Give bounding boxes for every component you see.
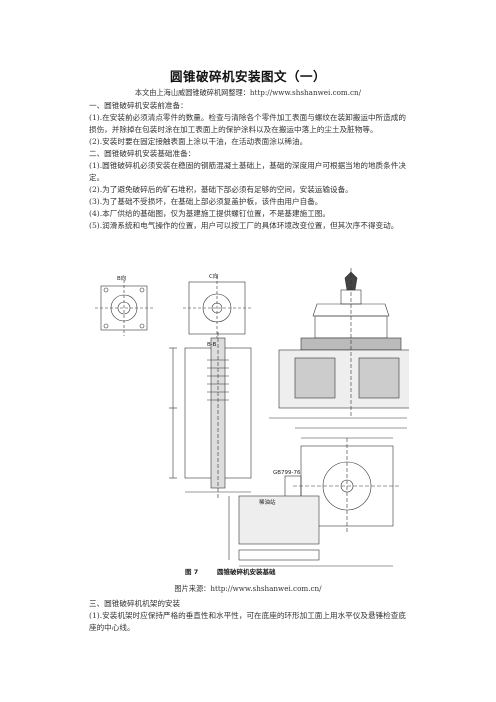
paragraph: (2).安装时要在固定接触表面上涂以干油，在活动表面涂以稀油。 <box>89 137 308 146</box>
label-bolt-std: GB799-76 <box>273 470 301 476</box>
c-view <box>183 276 251 340</box>
paragraph: (2).为了避免破碎后的矿石堆积，基础下部必须有足够的空间，安装运输设备。 <box>89 185 353 194</box>
label-bb: B-B <box>207 342 217 348</box>
section-heading: 二、圆锥破碎机安装基础准备： <box>89 149 196 158</box>
plan-view <box>228 437 401 567</box>
section-heading: 一、圆锥破碎机安装前准备： <box>89 101 188 110</box>
b-view-flange <box>95 280 153 336</box>
bb-section <box>169 332 252 498</box>
section-heading: 三、圆锥破碎机机架的安装 <box>89 599 181 608</box>
crusher-elevation <box>269 268 409 429</box>
figure-caption: 圆锥破碎机安装基础 <box>217 567 276 576</box>
body-text: 一、圆锥破碎机安装前准备： (1).在安装前必须清点零件的数量。检查与清除各个零… <box>89 100 409 232</box>
paragraph: (1).安装机架时应保持严格的垂直性和水平性，可在底座的环形加工面上用水平仪及悬… <box>89 611 406 632</box>
label-plate: 稀油站 <box>259 498 276 506</box>
figure-number: 图 7 <box>185 567 198 576</box>
paragraph: (3).为了基础不受损坏，在基础上部必须复盖护板，该件由用户自备。 <box>89 197 323 206</box>
label-b-view: B向 <box>117 274 126 282</box>
paragraph: (5).润滑系统和电气操作的位置，用户可以按工厂的具体环境改变位置，但其次序不得… <box>89 221 399 230</box>
image-source: 图片来源：http://www.shshanwei.com.cn/ <box>174 584 322 593</box>
label-c-view: C向 <box>209 272 218 280</box>
page-title: 圆锥破碎机安装图文（一） <box>169 69 326 84</box>
source-line: 本文由上海山威圆锥破碎机网整理：http://www.shshanwei.com… <box>134 88 362 97</box>
foundation-drawing: B向 C向 B-B 稀油站 GB799-76 图 7 圆锥破碎机安装基础 <box>95 268 409 576</box>
paragraph: (1).在安装前必须清点零件的数量。检查与清除各个零件加工表面与螺纹在装卸搬运中… <box>89 113 406 134</box>
body-text-2: 三、圆锥破碎机机架的安装 (1).安装机架时应保持严格的垂直性和水平性，可在底座… <box>89 598 409 634</box>
paragraph: (4).本厂供给的基础图，仅为基建施工提供螺钉位置，不是基建施工图。 <box>89 209 330 218</box>
paragraph: (1).圆锥破碎机必须安装在稳固的钢筋混凝土基础上，基础的深度用户可根据当地的地… <box>89 161 406 182</box>
